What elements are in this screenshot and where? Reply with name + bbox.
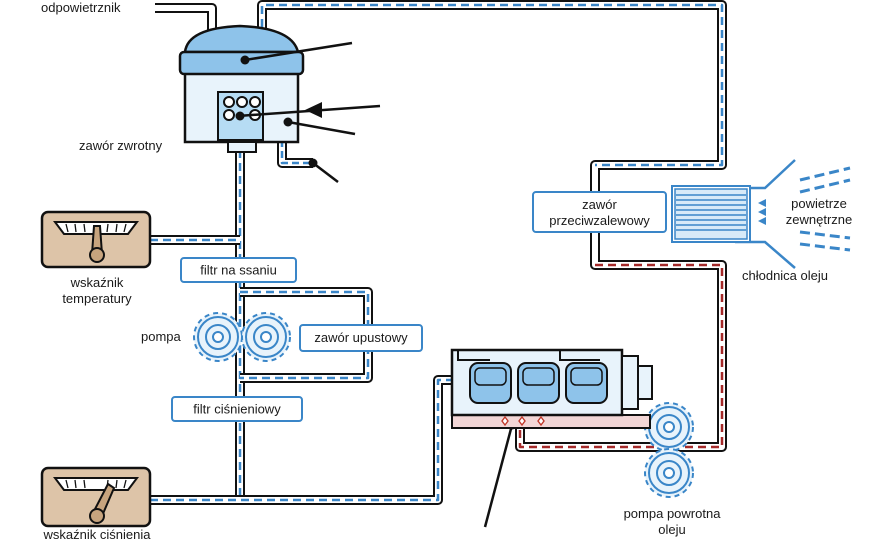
air-flow-arrows — [799, 166, 851, 252]
engine — [450, 348, 653, 429]
pressure-filter-label: filtr ciśnieniowy — [193, 402, 281, 417]
air-label-1: powietrze — [791, 196, 847, 211]
air-label-2: zewnętrzne — [786, 212, 852, 227]
oil-tank — [178, 24, 305, 153]
temperature-gauge — [40, 210, 152, 269]
suction-filter-label: filtr na ssaniu — [200, 263, 277, 278]
pressure-gauge — [40, 466, 152, 528]
pressure-gauge-label: wskaźnik ciśnienia — [43, 527, 152, 540]
pump-label: pompa — [141, 329, 182, 344]
relief-valve-box: zawór upustowy — [299, 324, 423, 352]
bypass-valve-label-2: przeciwzalewowy — [549, 213, 650, 228]
suction-filter-box: filtr na ssaniu — [180, 257, 297, 283]
return-pump-label-1: pompa powrotna — [624, 506, 722, 521]
relief-valve-label: zawór upustowy — [314, 330, 408, 345]
bypass-valve-label-1: zawór — [582, 197, 617, 212]
return-pump-label-2: oleju — [658, 522, 685, 537]
bypass-valve-box: zawór przeciwzalewowy — [532, 191, 667, 233]
air-arrows-small — [758, 199, 766, 225]
temp-gauge-label-2: temperatury — [62, 291, 132, 306]
temp-gauge-label-1: wskaźnik — [70, 275, 124, 290]
vent-label: odpowietrznik — [41, 0, 121, 15]
pressure-filter-box: filtr ciśnieniowy — [171, 396, 303, 422]
oil-cooler — [671, 159, 796, 269]
check-valve-label: zawór zwrotny — [79, 138, 163, 153]
cooler-label: chłodnica oleju — [742, 268, 828, 283]
arrow-head — [305, 102, 322, 118]
